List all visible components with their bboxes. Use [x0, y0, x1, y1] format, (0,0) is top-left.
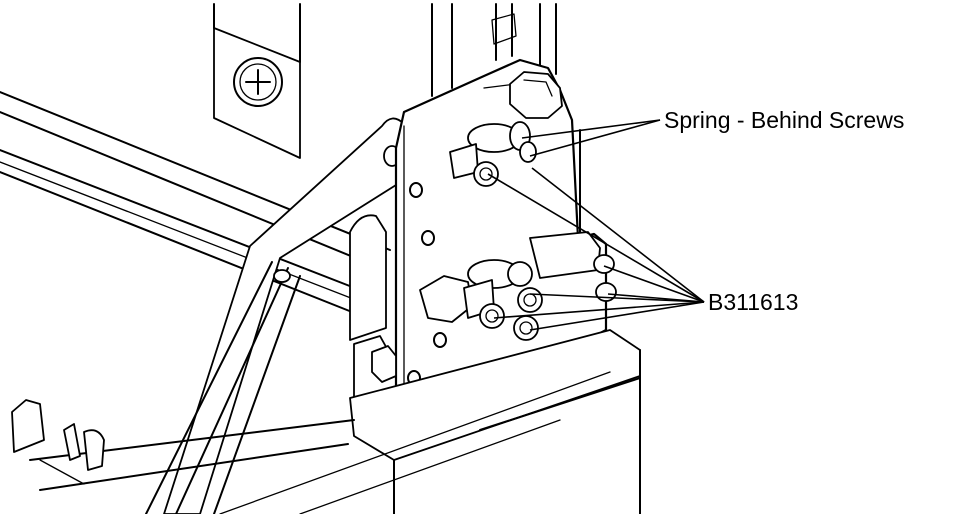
lower-spring-assembly	[419, 259, 543, 341]
small-clips	[11, 399, 105, 485]
lower-bracket	[349, 214, 401, 411]
upper-spring-assembly	[449, 121, 537, 187]
vertical-post	[431, 3, 581, 251]
spring-leader-lines	[521, 119, 661, 157]
part-number-callout-label: B311613	[708, 289, 798, 315]
bottom-bolt	[371, 345, 397, 383]
base-frame	[29, 329, 641, 514]
part-leader-lines	[487, 167, 705, 331]
spring-callout-label: Spring - Behind Screws	[664, 107, 904, 133]
top-hex-nut	[509, 71, 563, 119]
phillips-screw-icon	[233, 57, 283, 107]
